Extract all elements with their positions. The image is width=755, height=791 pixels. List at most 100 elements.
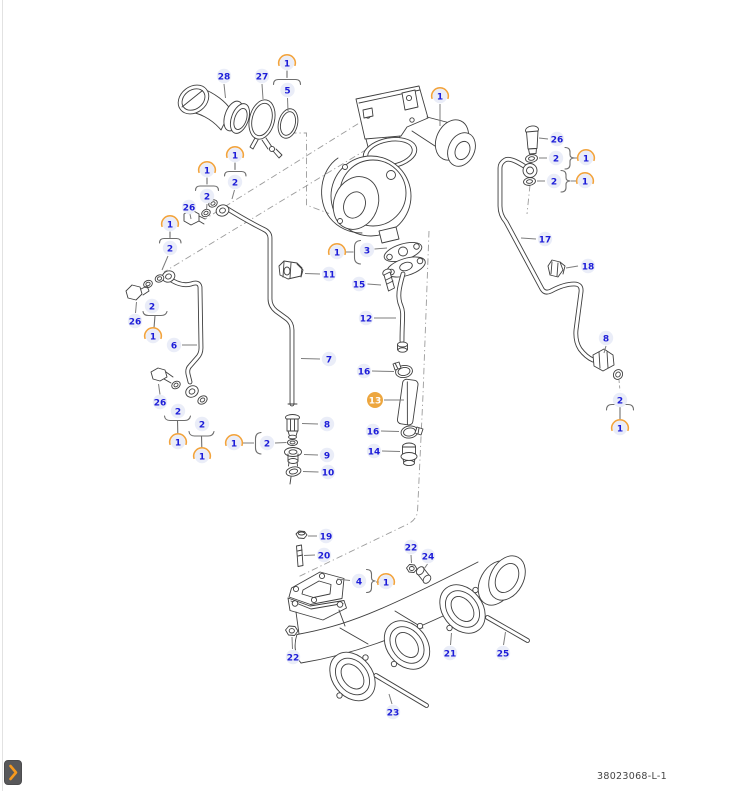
callout-16[interactable]: 16 [356, 363, 372, 379]
callout-16[interactable]: 16 [365, 423, 381, 439]
leader-line [223, 83, 226, 99]
qty-ring [224, 433, 244, 447]
callout-number: 2 [199, 420, 205, 430]
callout-1[interactable]: 1 [277, 53, 297, 71]
callout-15[interactable]: 15 [351, 276, 367, 292]
callout-6[interactable]: 6 [166, 337, 182, 353]
callout-22[interactable]: 22 [285, 649, 301, 665]
callout-20[interactable]: 20 [316, 547, 332, 563]
callout-26[interactable]: 26 [181, 199, 197, 215]
callout-2[interactable]: 2 [546, 173, 562, 189]
callout-balloon [577, 173, 593, 189]
callout-1[interactable]: 1 [576, 148, 596, 166]
seal-ring-art [277, 108, 299, 139]
callout-26[interactable]: 26 [127, 313, 143, 329]
callout-23[interactable]: 23 [385, 704, 401, 720]
callout-1[interactable]: 1 [327, 242, 347, 260]
callout-2[interactable]: 2 [170, 403, 186, 419]
callout-19[interactable]: 19 [318, 528, 334, 544]
qty-ring [576, 148, 596, 162]
leader-line [450, 632, 452, 646]
callout-balloon [285, 649, 301, 665]
banjo-fittings-mid-art [125, 270, 176, 301]
callout-number: 27 [256, 72, 269, 82]
callout-3[interactable]: 3 [359, 242, 375, 258]
leader-line [291, 636, 293, 650]
callout-1[interactable]: 1 [376, 572, 396, 590]
callout-2[interactable]: 2 [612, 392, 628, 408]
leader-line [301, 423, 319, 425]
callout-10[interactable]: 10 [320, 464, 336, 480]
qty-ring [143, 326, 163, 340]
callout-2[interactable]: 2 [144, 298, 160, 314]
callout-1[interactable]: 1 [197, 160, 217, 178]
callout-1[interactable]: 1 [224, 433, 244, 451]
callout-25[interactable]: 25 [495, 645, 511, 661]
callout-18[interactable]: 18 [580, 258, 596, 274]
callout-balloon [365, 423, 381, 439]
callout-balloon [598, 330, 614, 346]
callout-12[interactable]: 12 [358, 310, 374, 326]
callout-balloon [321, 351, 337, 367]
callout-8[interactable]: 8 [598, 330, 614, 346]
callout-24[interactable]: 24 [420, 548, 436, 564]
qty-ring [610, 418, 630, 432]
callout-11[interactable]: 11 [321, 266, 337, 282]
callout-number: 18 [582, 262, 595, 272]
callout-1[interactable]: 1 [225, 145, 245, 163]
callout-balloon [227, 174, 243, 190]
callout-number: 1 [583, 154, 589, 164]
callout-1[interactable]: 1 [143, 326, 163, 344]
callout-number: 20 [318, 551, 331, 561]
leader-line [388, 693, 393, 705]
leader-line [158, 383, 161, 395]
callout-26[interactable]: 26 [152, 394, 168, 410]
callout-2[interactable]: 2 [199, 188, 215, 204]
callout-1[interactable]: 1 [168, 432, 188, 450]
callout-28[interactable]: 28 [216, 68, 232, 84]
callout-21[interactable]: 21 [442, 645, 458, 661]
callout-14[interactable]: 14 [366, 443, 382, 459]
callout-27[interactable]: 27 [254, 68, 270, 84]
callout-balloon [549, 131, 565, 147]
callout-balloon [351, 276, 367, 292]
manifold-hardware-art [295, 530, 432, 584]
callout-1[interactable]: 1 [192, 446, 212, 464]
leader-line [367, 283, 382, 286]
callout-1[interactable]: 1 [430, 86, 450, 104]
callout-balloon [403, 539, 419, 555]
callout-balloon [319, 447, 335, 463]
callout-4[interactable]: 4 [351, 573, 367, 589]
callout-number: 1 [437, 92, 443, 102]
leader-line [303, 454, 319, 456]
callout-balloon [170, 434, 186, 450]
callout-9[interactable]: 9 [319, 447, 335, 463]
callout-17[interactable]: 17 [537, 231, 553, 247]
callout-1[interactable]: 1 [610, 418, 630, 436]
callout-2[interactable]: 2 [194, 416, 210, 432]
qty-ring [575, 171, 595, 185]
callout-22[interactable]: 22 [403, 539, 419, 555]
callout-balloon [162, 240, 178, 256]
callout-number: 26 [551, 135, 564, 145]
callout-2[interactable]: 2 [227, 174, 243, 190]
callout-number: 1 [383, 578, 389, 588]
callout-1[interactable]: 1 [575, 171, 595, 189]
next-page-button[interactable] [4, 760, 22, 785]
callout-7[interactable]: 7 [321, 351, 337, 367]
callout-2[interactable]: 2 [259, 435, 275, 451]
callout-13-selected[interactable]: 13 [367, 392, 383, 408]
callout-number: 19 [320, 532, 333, 542]
callout-1[interactable]: 1 [160, 214, 180, 232]
turbocharger-art [321, 85, 476, 244]
callout-2[interactable]: 2 [162, 240, 178, 256]
callout-balloon [580, 258, 596, 274]
callout-5[interactable]: 5 [280, 82, 295, 98]
callout-26[interactable]: 26 [549, 131, 565, 147]
callout-balloon [152, 394, 168, 410]
callout-2[interactable]: 2 [548, 150, 564, 166]
air-elbow-art [177, 84, 251, 134]
callout-8[interactable]: 8 [319, 416, 335, 432]
